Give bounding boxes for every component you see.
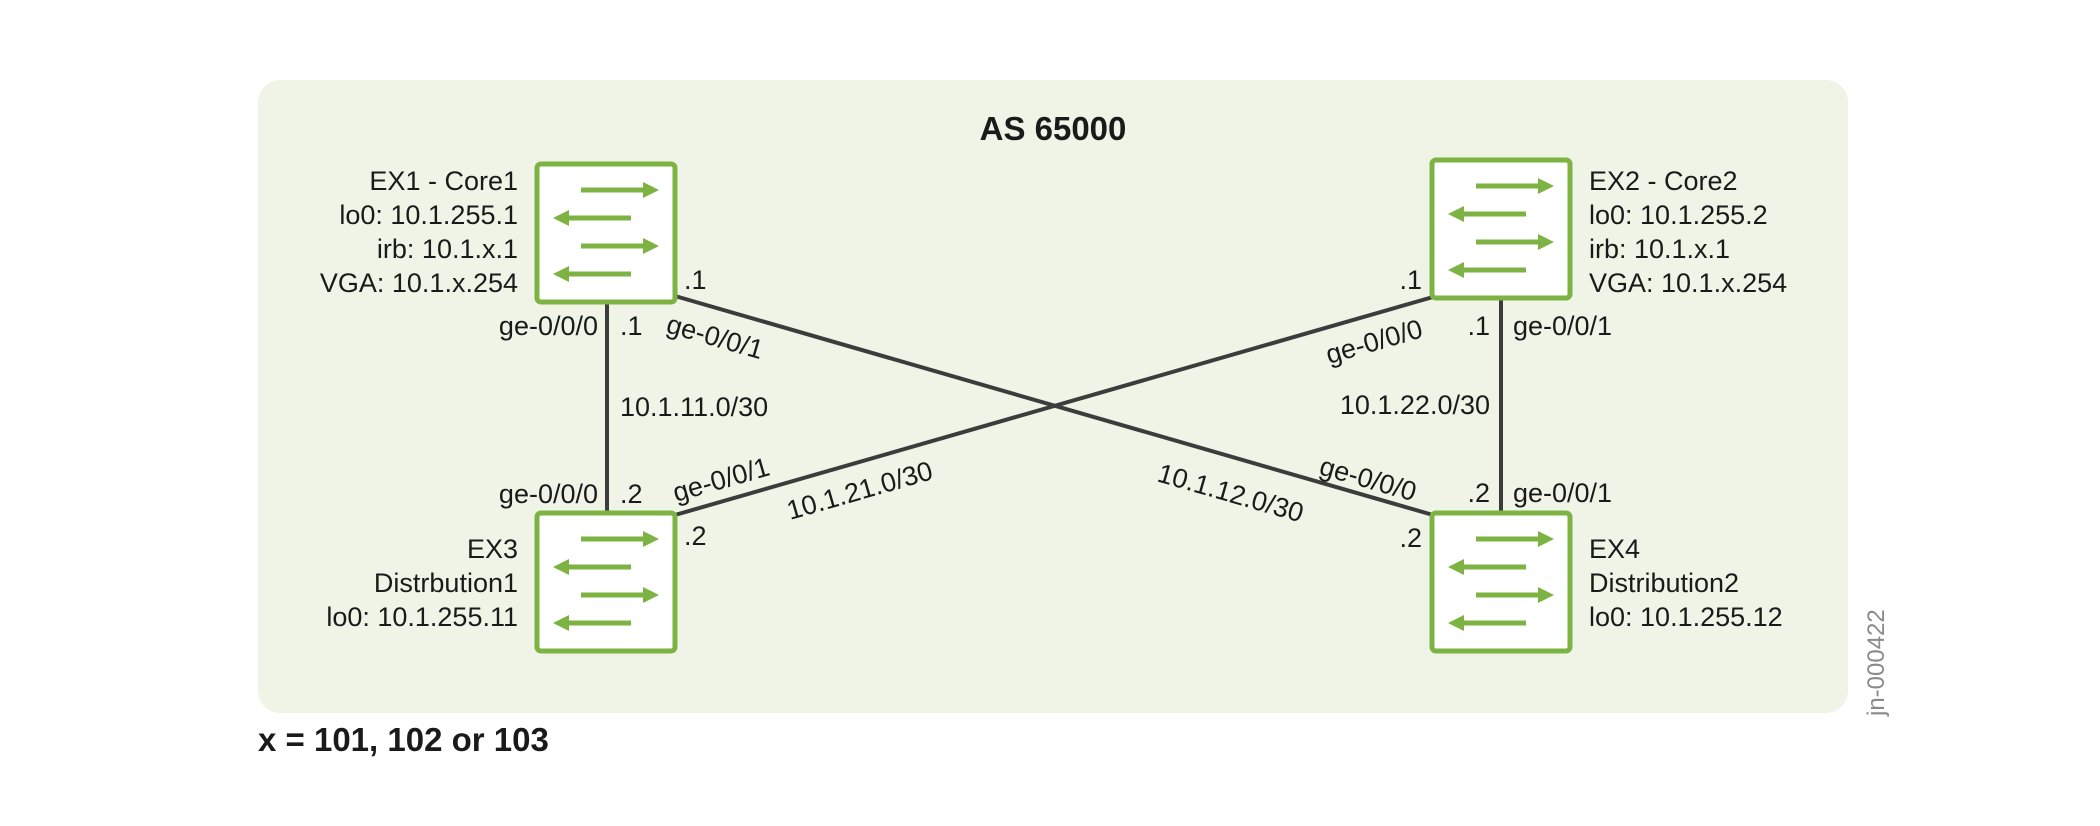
ex2-label: EX2 - Core2 lo0: 10.1.255.2 irb: 10.1.x.… [1589,166,1787,298]
ex2-ex4-a-interface: ge-0/0/1 [1513,311,1612,341]
ex2-irb: irb: 10.1.x.1 [1589,234,1730,264]
ex2-lo0: lo0: 10.1.255.2 [1589,200,1768,230]
switch-icon-ex2 [1432,160,1570,298]
ex1-ex3-subnet: 10.1.11.0/30 [620,392,768,422]
ex1-vga: VGA: 10.1.x.254 [320,268,518,298]
ex1-ex3-b-interface: ge-0/0/0 [499,479,598,509]
ex1-irb: irb: 10.1.x.1 [377,234,518,264]
ex2-ex4-subnet: 10.1.22.0/30 [1340,390,1490,420]
ex4-lo0: lo0: 10.1.255.12 [1589,602,1783,632]
ex3-lo0: lo0: 10.1.255.11 [326,602,518,632]
link-ex2-ex3 [674,295,1434,517]
footnote: x = 101, 102 or 103 [258,721,549,758]
ex1-label: EX1 - Core1 lo0: 10.1.255.1 irb: 10.1.x.… [320,166,518,298]
ex2-ex3-b-address: .2 [684,521,707,551]
ex1-ex3-a-address: .1 [620,311,643,341]
ex2-ex4-b-interface: ge-0/0/1 [1513,478,1612,508]
ex4-role: Distribution2 [1589,568,1739,598]
switch-icon-ex1 [537,164,675,302]
ex2-ex4-b-address: .2 [1467,478,1490,508]
ex3-name: EX3 [467,534,518,564]
ex1-name: EX1 - Core1 [369,166,518,196]
switch-icon-ex4 [1432,513,1570,651]
ex1-ex4-a-address: .1 [684,265,707,295]
ex2-name: EX2 - Core2 [1589,166,1738,196]
ex1-lo0: lo0: 10.1.255.1 [339,200,518,230]
ex4-label: EX4 Distribution2 lo0: 10.1.255.12 [1589,534,1783,632]
as-title: AS 65000 [980,110,1127,147]
ex1-ex3-a-interface: ge-0/0/0 [499,311,598,341]
ex2-vga: VGA: 10.1.x.254 [1589,268,1787,298]
switch-icon-ex3 [537,513,675,651]
ex2-ex4-a-address: .1 [1467,311,1490,341]
ex3-label: EX3 Distrbution1 lo0: 10.1.255.11 [326,534,518,632]
watermark: jn-000422 [1863,609,1890,717]
ex3-role: Distrbution1 [374,568,518,598]
ex2-ex3-a-address: .1 [1399,265,1422,295]
ex1-ex3-b-address: .2 [620,479,643,509]
ex1-ex4-b-address: .2 [1399,523,1422,553]
ex4-name: EX4 [1589,534,1640,564]
